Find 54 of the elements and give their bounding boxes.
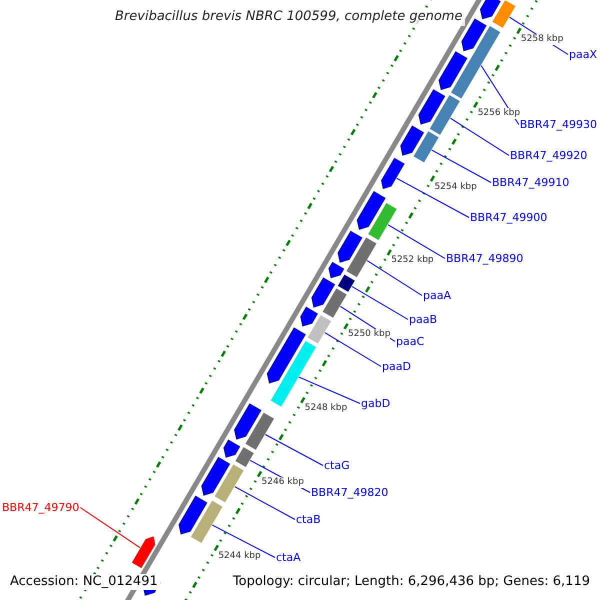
gene-label: BBR47_49890 <box>446 252 524 265</box>
gene-segment <box>234 446 256 468</box>
scale-label: 5248 kbp <box>304 403 348 414</box>
leader-line <box>352 286 408 320</box>
gene-segment <box>491 0 517 30</box>
gene-label: paaD <box>382 360 411 373</box>
scale-label: 5246 kbp <box>262 477 304 488</box>
gene-segment <box>380 156 406 190</box>
gene-segment <box>244 411 276 452</box>
scale-label: 5244 kbp <box>218 550 261 562</box>
gene-label: ctaB <box>296 513 321 526</box>
gene-label: ctaG <box>324 459 350 472</box>
leader-line <box>366 260 422 296</box>
gene-label: gabD <box>361 397 390 410</box>
gene-label: paaA <box>423 289 451 302</box>
accession-text: Accession: NC_012491 <box>8 574 160 590</box>
scale-label: 5254 kbp <box>434 182 477 193</box>
gene-segment <box>213 463 246 504</box>
gene-label: paaC <box>396 335 424 348</box>
leader-line <box>80 507 140 548</box>
leader-line <box>298 376 360 404</box>
leader-line <box>388 224 446 259</box>
leader-line <box>324 332 382 367</box>
gene-segment <box>190 499 224 544</box>
gene-segment <box>428 94 462 136</box>
leader-line <box>212 524 276 558</box>
gene-segment <box>306 314 332 345</box>
gene-label: ctaA <box>276 551 301 564</box>
leader-line <box>450 118 510 156</box>
gene-label: BBR47_49930 <box>520 118 597 131</box>
gene-segment <box>366 202 398 242</box>
gene-segment <box>336 273 356 294</box>
scale-label: 5258 kbp <box>520 34 564 45</box>
gene-label: paaX <box>569 48 597 61</box>
leader-line <box>234 486 296 520</box>
gene-label: paaB <box>409 313 438 326</box>
gene-label: BBR47_49910 <box>492 176 570 189</box>
title: Brevibacillus brevis NBRC 100599, complete genome <box>112 8 466 26</box>
scale-label: 5252 kbp <box>391 255 434 266</box>
scale-label: 5250 kbp <box>348 329 390 340</box>
gene-segment <box>345 236 378 279</box>
gene-label: BBR47_49820 <box>311 486 388 499</box>
gene-label: BBR47_49790 <box>2 501 80 514</box>
leader-line <box>264 434 324 466</box>
gene-segment <box>450 24 502 100</box>
leader-line <box>396 178 470 218</box>
scale-label: 5256 kbp <box>478 108 520 119</box>
leader-line <box>431 150 492 183</box>
genome-summary-text: Topology: circular; Length: 6,296,436 bp; Genes: 6,119 <box>230 574 592 590</box>
gene-segment <box>412 130 440 164</box>
gene-label: BBR47_49900 <box>470 211 548 224</box>
gene-label: BBR47_49920 <box>510 149 588 162</box>
gene-segment <box>321 287 348 320</box>
gene-segment <box>130 534 156 570</box>
